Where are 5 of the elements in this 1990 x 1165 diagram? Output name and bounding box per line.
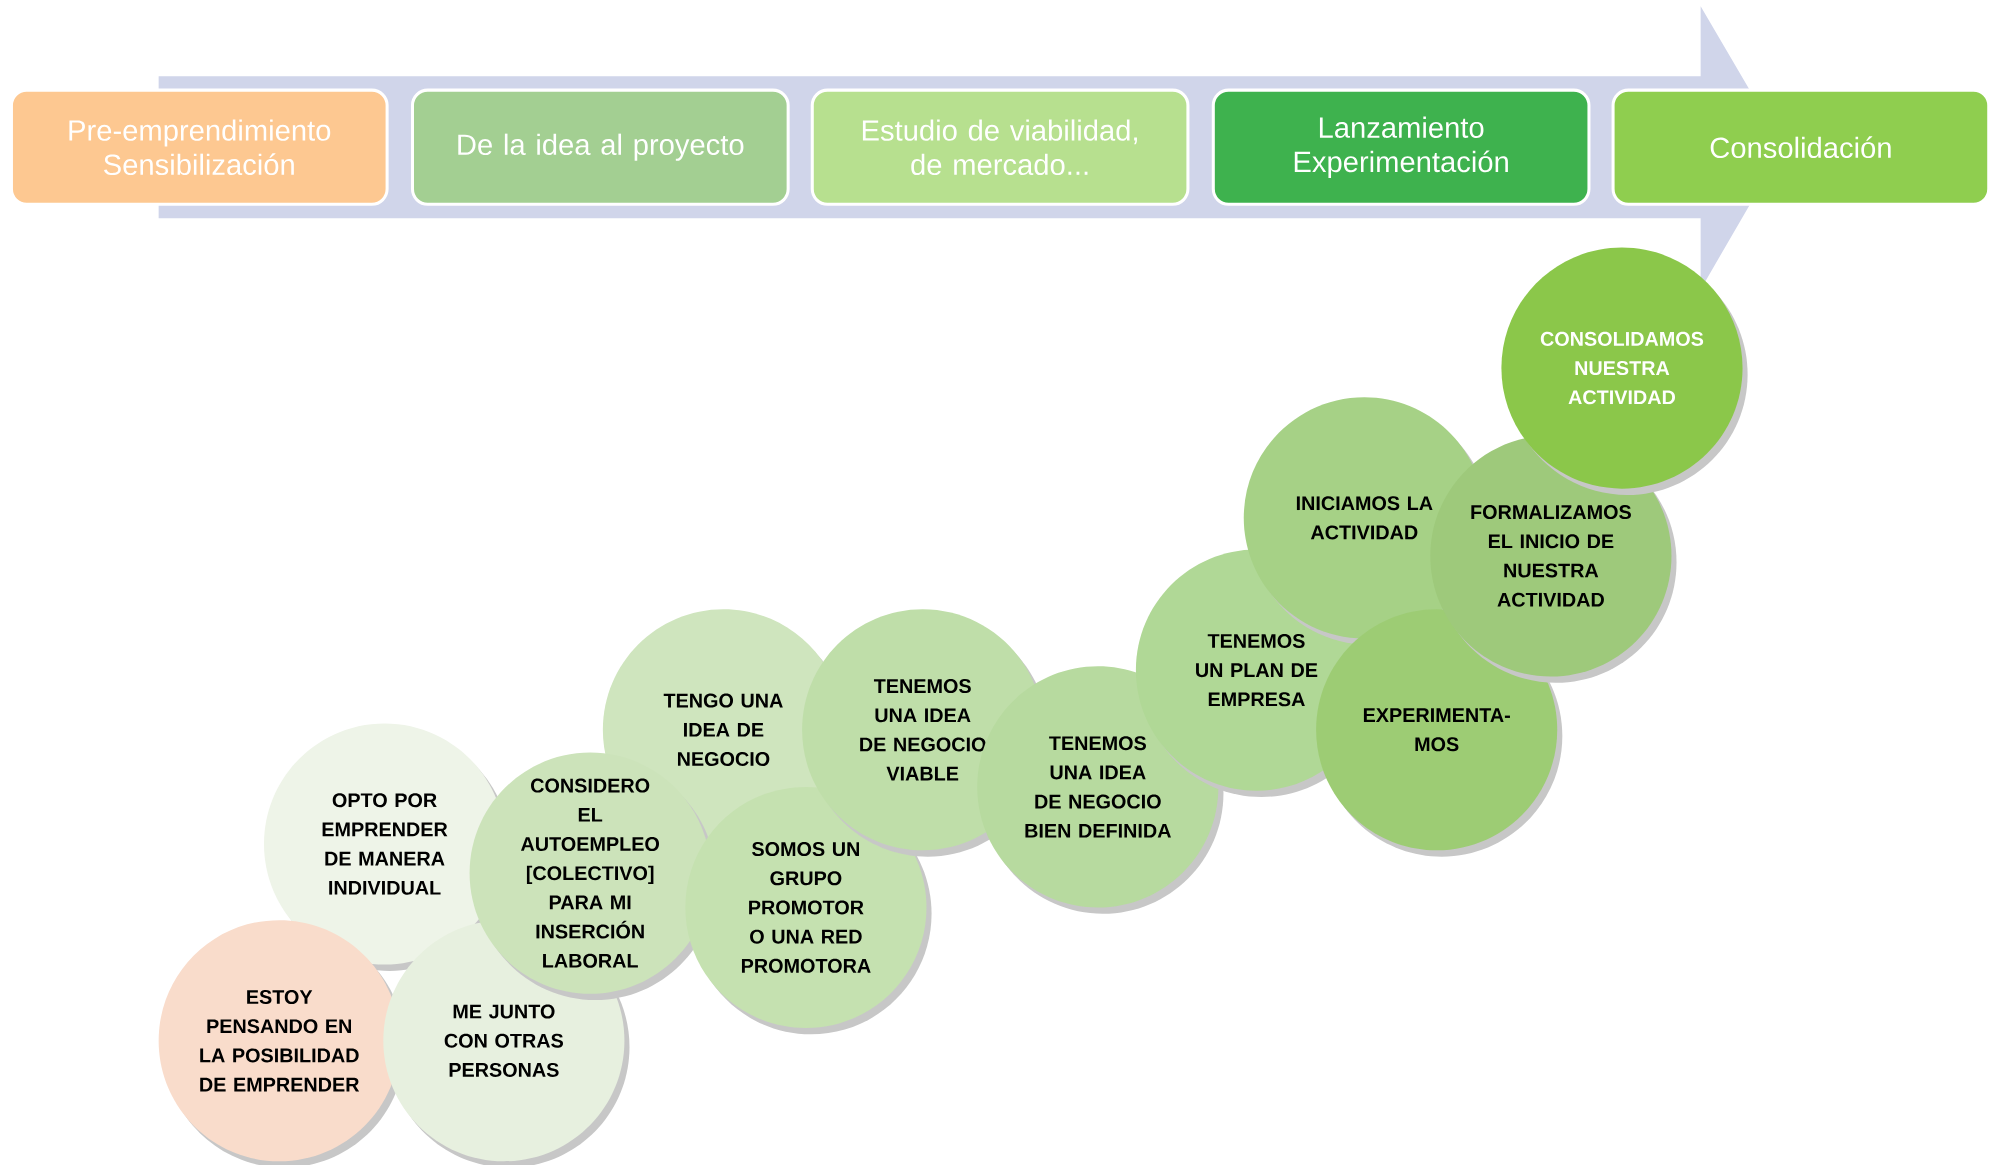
stage-box: De la idea al proyecto: [410, 88, 790, 206]
stage-box: Lanzamiento Experimentación: [1211, 88, 1591, 206]
stage-box: Pre-emprendimiento Sensibilización: [9, 88, 389, 206]
stage-box: Estudio de viabilidad, de mercado...: [810, 88, 1190, 206]
stage-box: Consolidación: [1611, 88, 1990, 206]
